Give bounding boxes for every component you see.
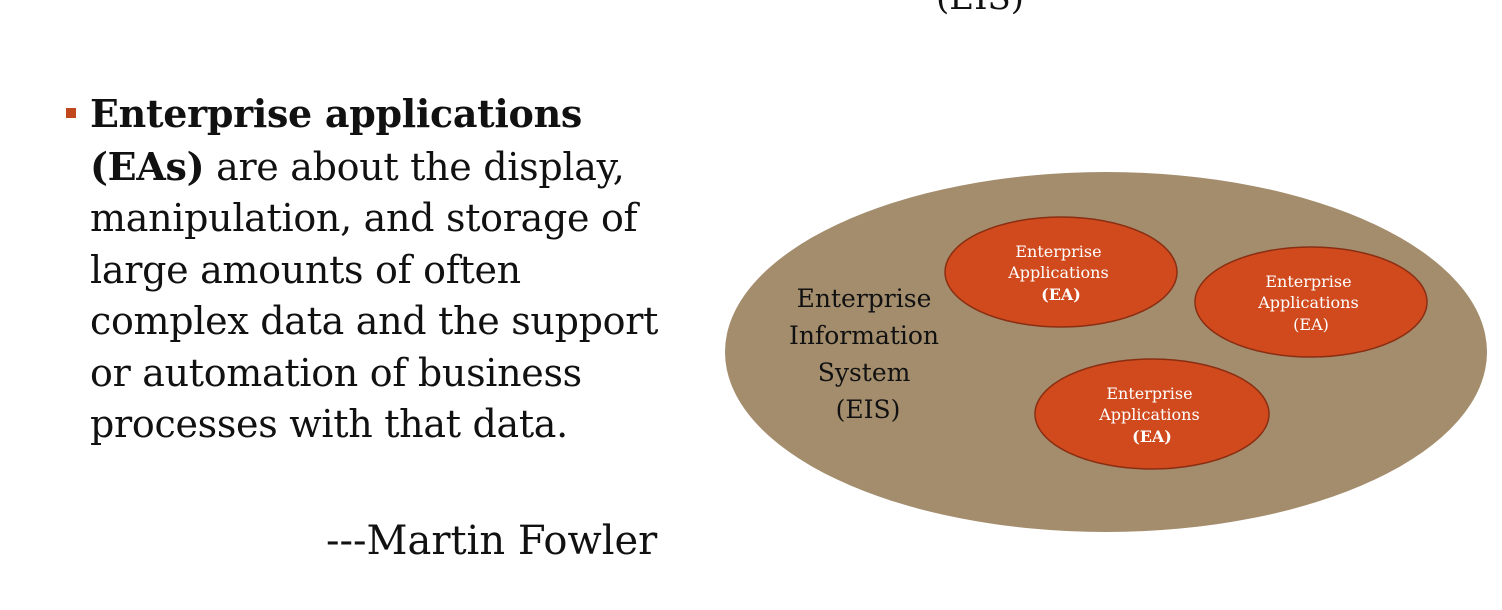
ea-label: Enterprise Applications (EA) bbox=[1098, 384, 1205, 446]
eis-label-line: Information bbox=[789, 321, 939, 350]
ea-label-line: Applications bbox=[1007, 263, 1108, 282]
ea-circle-2: Enterprise Applications (EA) bbox=[1194, 246, 1428, 358]
ea-circle-3: Enterprise Applications (EA) bbox=[1034, 358, 1270, 470]
bullet-square-icon bbox=[66, 108, 76, 118]
eis-label-line: (EIS) bbox=[836, 395, 901, 424]
ea-label-line: Enterprise bbox=[1015, 242, 1101, 261]
ea-label-line: Applications bbox=[1257, 293, 1358, 312]
ea-label-line: Enterprise bbox=[1265, 272, 1351, 291]
eis-label: Enterprise Information System (EIS) bbox=[789, 284, 947, 424]
eis-label-line: System bbox=[818, 358, 911, 387]
ea-label-line: (EA) bbox=[1041, 285, 1081, 304]
slide-title-fragment: (EIS) bbox=[936, 0, 1024, 18]
ea-circle-1: Enterprise Applications (EA) bbox=[944, 216, 1178, 328]
ea-label: Enterprise Applications (EA) bbox=[1007, 242, 1114, 304]
bullet-body: are about the display, manipulation, and… bbox=[90, 144, 659, 447]
quote-attribution: ---Martin Fowler bbox=[326, 518, 658, 564]
ea-ellipse bbox=[1034, 358, 1270, 470]
ea-label-line: (EA) bbox=[1132, 427, 1172, 446]
bullet-text: Enterprise applications (EAs) are about … bbox=[90, 88, 690, 451]
eis-label-line: Enterprise bbox=[797, 284, 932, 313]
ea-label-line: (EA) bbox=[1293, 315, 1329, 334]
bullet-bold-term: Enterprise applications (EAs) bbox=[90, 91, 583, 189]
ea-ellipse bbox=[944, 216, 1178, 328]
ea-label: Enterprise Applications (EA) bbox=[1257, 272, 1364, 334]
ea-ellipse bbox=[1194, 246, 1428, 358]
ea-label-line: Applications bbox=[1098, 405, 1199, 424]
ea-label-line: Enterprise bbox=[1106, 384, 1192, 403]
